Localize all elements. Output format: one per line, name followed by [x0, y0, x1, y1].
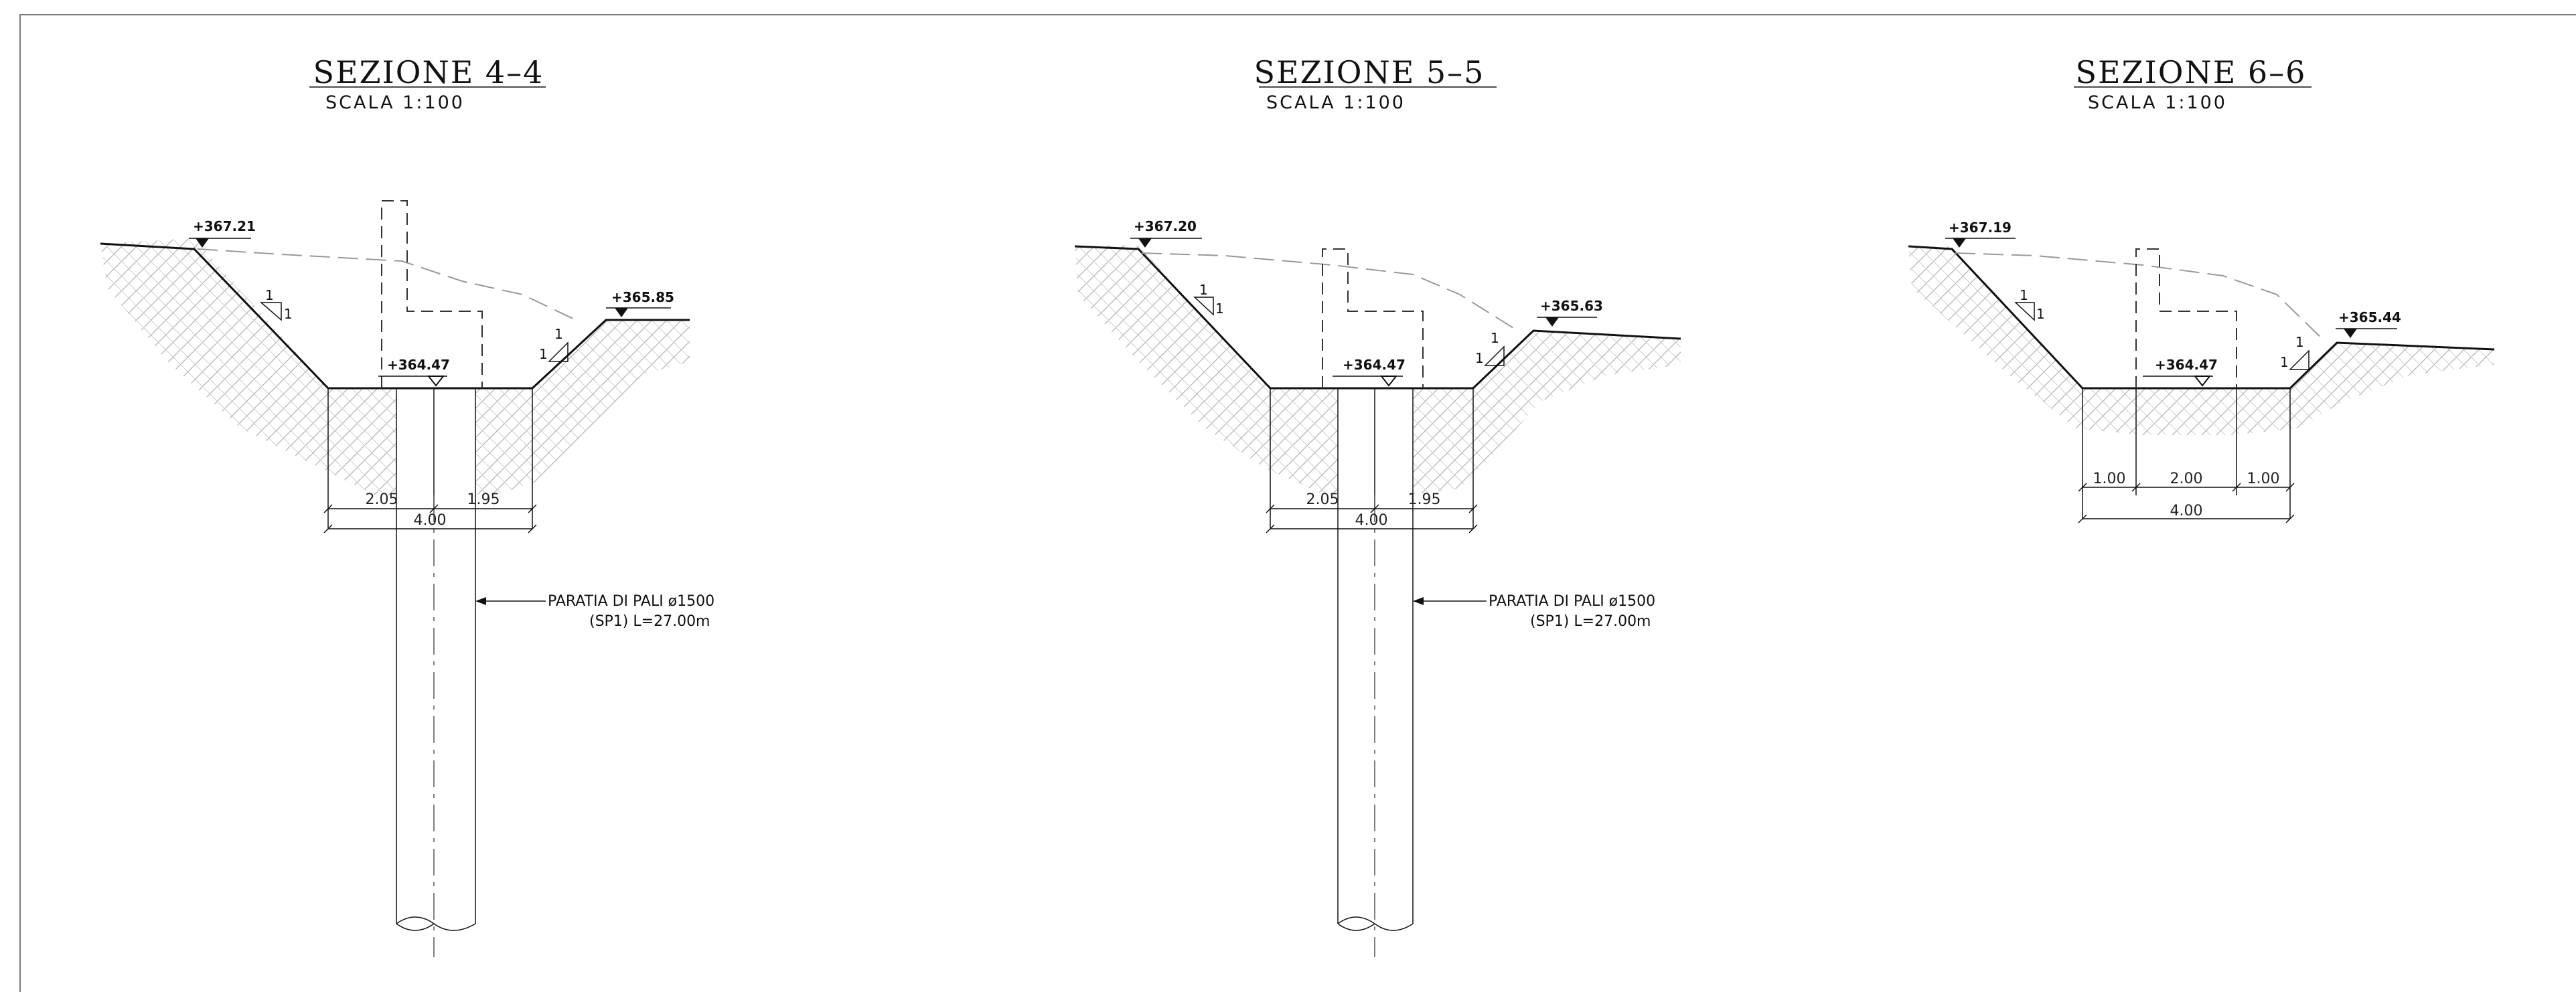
elevation-bottom: +364.47 [387, 357, 450, 373]
original-ground-line [1141, 252, 1514, 329]
pile-note: PARATIA DI PALI ø1500 [1489, 593, 1655, 610]
existing-structure-outline [2135, 248, 2237, 388]
slope-marker-left: 1 1 [259, 287, 293, 322]
svg-text:1: 1 [554, 326, 563, 342]
existing-structure-outline [381, 200, 483, 388]
pile [1337, 388, 1414, 957]
scale-label: SCALA 1:100 [325, 92, 465, 113]
svg-text:1: 1 [1215, 301, 1224, 317]
slope-marker-left: 1 1 [1193, 282, 1224, 317]
elevation-marker-icon [1953, 238, 1966, 248]
scale-label: SCALA 1:100 [1266, 92, 1406, 113]
elevation-marker-icon [1379, 376, 1398, 387]
scale-label: SCALA 1:100 [2088, 92, 2227, 113]
svg-text:1: 1 [1475, 350, 1484, 366]
elevation-left: +367.19 [1949, 220, 2012, 236]
elevation-right: +365.63 [1540, 298, 1603, 314]
slope-marker-left: 1 1 [2014, 287, 2045, 322]
soil-hatch [100, 238, 690, 495]
pile [396, 388, 476, 957]
section-5-5: SEZIONE 5–5 SCALA 1:100 +367.20 +365.63 … [1074, 54, 1681, 957]
section-title: SEZIONE 4–4 [313, 54, 544, 90]
section-title: SEZIONE 5–5 [1254, 54, 1485, 90]
elevation-marker-icon [1545, 317, 1559, 327]
elevation-left: +367.20 [1134, 218, 1197, 234]
sheet-border [19, 14, 2576, 992]
pile-note: PARATIA DI PALI ø1500 [548, 593, 714, 610]
svg-text:1: 1 [2036, 306, 2045, 322]
section-6-6: SEZIONE 6–6 SCALA 1:100 +367.19 +365.44 … [1908, 54, 2495, 523]
ground-profile [1074, 245, 1681, 390]
elevation-marker-icon [615, 308, 628, 317]
svg-text:1: 1 [539, 346, 548, 362]
elevation-right: +365.44 [2338, 309, 2401, 325]
slope-marker-right: 1 1 [539, 326, 569, 362]
total-dimension-label: 4.00 [2170, 503, 2203, 519]
elevation-marker-icon [2344, 329, 2357, 338]
dimension-label: 2.05 [366, 491, 398, 508]
dimension-label: 1.00 [2247, 471, 2280, 487]
arrow-icon [475, 597, 486, 605]
elevation-marker-icon [2193, 376, 2212, 387]
soil-hatch [1908, 246, 2494, 435]
section-title: SEZIONE 6–6 [2076, 54, 2307, 90]
soil-hatch [1075, 245, 1681, 495]
arrow-icon [1413, 597, 1424, 605]
total-dimension-label: 4.00 [414, 512, 447, 529]
dimension-label: 1.95 [467, 491, 500, 508]
svg-text:1: 1 [265, 287, 274, 303]
svg-text:1: 1 [1199, 282, 1208, 298]
svg-text:1: 1 [2020, 287, 2028, 303]
pile-note-detail: (SP1) L=27.00m [589, 613, 710, 630]
ground-profile [100, 242, 690, 390]
pile-clear [1338, 388, 1413, 495]
original-ground-line [197, 248, 577, 321]
elevation-bottom: +364.47 [2155, 357, 2218, 373]
dimension-label: 1.95 [1408, 491, 1441, 508]
elevation-marker-icon [1138, 238, 1152, 248]
dimension-label: 2.05 [1306, 491, 1339, 508]
elevation-bottom: +364.47 [1343, 357, 1406, 373]
slope-marker-right: 1 1 [2280, 334, 2309, 370]
svg-text:1: 1 [2280, 354, 2289, 370]
svg-text:1: 1 [284, 306, 293, 322]
svg-text:1: 1 [1491, 330, 1499, 346]
elevation-marker-icon [196, 238, 209, 248]
svg-text:1: 1 [2295, 334, 2304, 350]
ground-profile [1908, 245, 2495, 390]
dimension-label: 2.00 [2170, 471, 2203, 487]
elevation-marker-icon [427, 376, 445, 387]
elevation-left: +367.21 [193, 218, 256, 234]
elevation-right: +365.85 [611, 289, 674, 305]
original-ground-line [1955, 252, 2324, 341]
slope-marker-right: 1 1 [1475, 330, 1505, 366]
dimension-label: 1.00 [2093, 471, 2126, 487]
pile-clear [396, 388, 475, 495]
total-dimension-label: 4.00 [1355, 512, 1388, 529]
pile-note-detail: (SP1) L=27.00m [1530, 613, 1651, 630]
section-4-4: SEZIONE 4–4 SCALA 1:100 +367.21 +365.85 … [100, 54, 714, 957]
existing-structure-outline [1322, 248, 1424, 388]
